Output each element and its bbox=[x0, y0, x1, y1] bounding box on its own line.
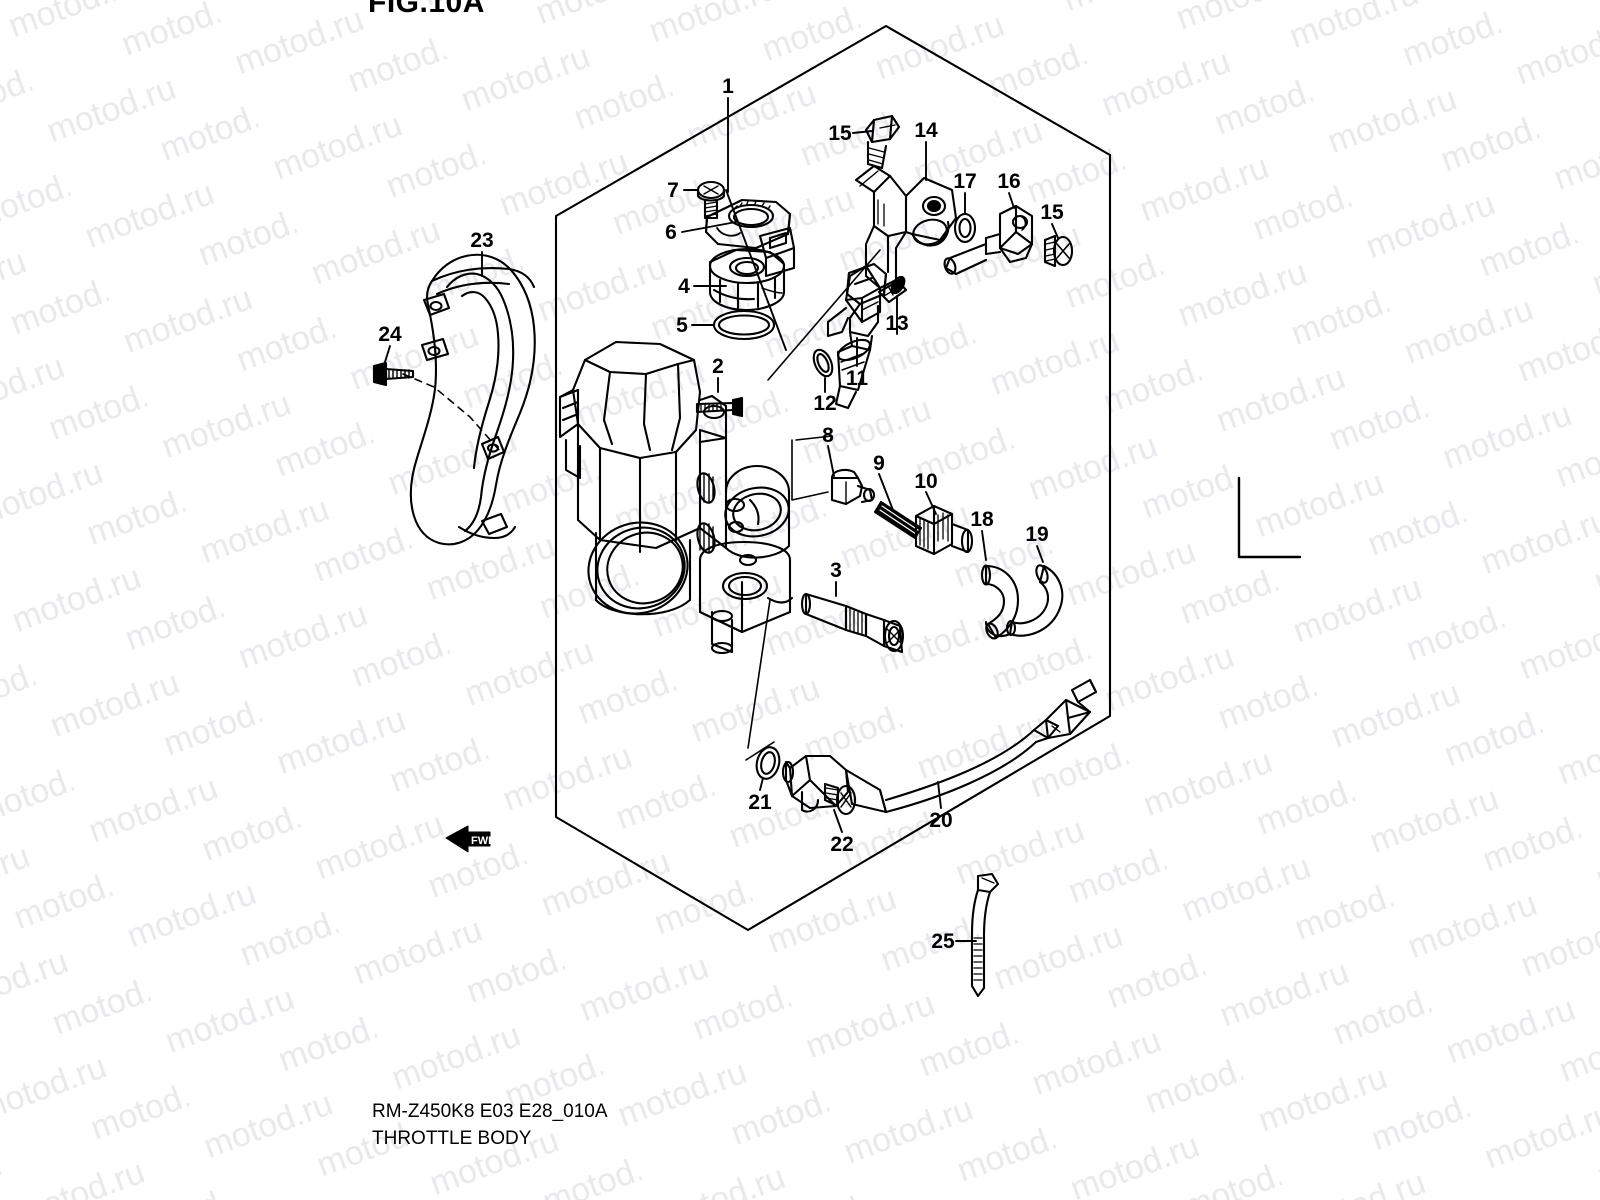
callout-labels: 1 2 3 4 5 6 7 8 9 10 11 12 13 14 15 16 1… bbox=[378, 75, 1064, 953]
part-12-o-ring bbox=[812, 348, 834, 378]
callout-19: 19 bbox=[1025, 523, 1048, 546]
callout-12: 12 bbox=[813, 392, 836, 415]
callout-23: 23 bbox=[470, 229, 493, 252]
part-25-cable-tie bbox=[970, 872, 1000, 998]
part-1-throttle-body bbox=[558, 340, 794, 655]
callout-18: 18 bbox=[970, 508, 994, 531]
part-15-bolt-lower bbox=[1043, 234, 1074, 268]
callout-17: 17 bbox=[953, 170, 976, 193]
corner-registration-mark bbox=[1237, 476, 1302, 559]
part-5-o-ring bbox=[712, 309, 776, 341]
callout-7: 7 bbox=[667, 179, 679, 202]
callout-8: 8 bbox=[822, 424, 834, 447]
fwd-direction-marker: FWD bbox=[445, 825, 496, 853]
callout-4: 4 bbox=[678, 275, 690, 298]
part-15-bolt-upper bbox=[864, 114, 901, 170]
part-7-screw bbox=[696, 180, 726, 220]
part-17-washer bbox=[953, 212, 977, 244]
callout-3: 3 bbox=[830, 559, 842, 582]
callout-10: 10 bbox=[914, 470, 937, 493]
part-23-cover bbox=[402, 253, 536, 546]
part-21-o-ring bbox=[755, 746, 781, 780]
part-10-hose-joint bbox=[914, 504, 974, 556]
callout-22: 22 bbox=[830, 833, 853, 856]
callout-21: 21 bbox=[748, 791, 772, 814]
part-14-cable-bracket bbox=[826, 164, 958, 338]
callout-15-upper: 15 bbox=[828, 122, 852, 145]
callout-25: 25 bbox=[931, 930, 955, 953]
callout-13: 13 bbox=[885, 312, 908, 335]
part-19-vacuum-hose bbox=[984, 564, 1064, 638]
figure-title: FIG.10A bbox=[368, 0, 485, 19]
model-code: RM-Z450K8 E03 E28_010A bbox=[372, 1101, 608, 1122]
callout-14: 14 bbox=[914, 119, 938, 142]
part-8-pipe-union bbox=[830, 468, 876, 506]
callout-24: 24 bbox=[378, 323, 402, 346]
callout-2: 2 bbox=[712, 355, 724, 378]
part-3-idle-adjuster bbox=[800, 592, 905, 654]
callout-15-lower: 15 bbox=[1040, 201, 1064, 224]
callout-11: 11 bbox=[846, 367, 869, 390]
part-6-retainer-plate bbox=[704, 198, 792, 250]
callout-5: 5 bbox=[676, 314, 688, 337]
part-24-bolt bbox=[372, 361, 415, 387]
diagram-subject: THROTTLE BODY bbox=[372, 1128, 532, 1149]
callout-20: 20 bbox=[929, 809, 952, 832]
caption-block: RM-Z450K8 E03 E28_010A THROTTLE BODY bbox=[372, 1098, 608, 1152]
part-9-stud-bolt bbox=[873, 500, 923, 540]
svg-text:FWD: FWD bbox=[471, 835, 496, 847]
callout-16: 16 bbox=[997, 170, 1020, 193]
callout-6: 6 bbox=[665, 221, 677, 244]
callout-9: 9 bbox=[873, 452, 885, 475]
callout-1: 1 bbox=[722, 75, 734, 98]
part-4-throttle-position-sensor bbox=[708, 226, 796, 312]
